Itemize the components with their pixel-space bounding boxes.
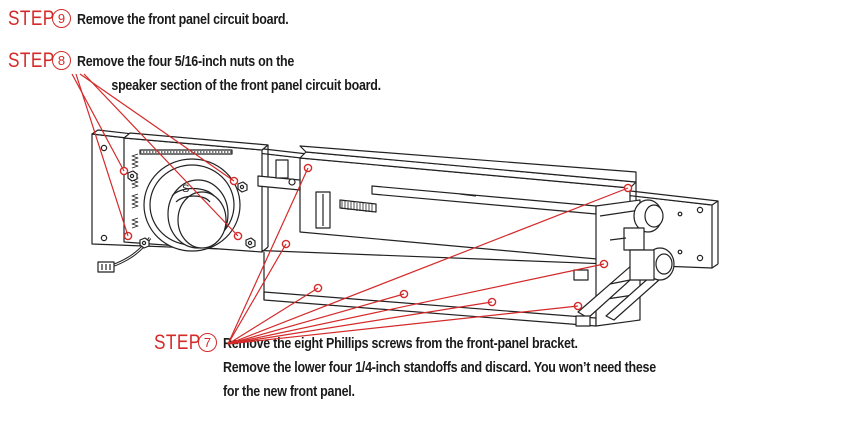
step-8-text: Remove the four 5/16-inch nuts on the sp… [77, 54, 381, 94]
step-8: STEP 8 Remove the four 5/16-inch nuts on… [8, 50, 430, 98]
speaker-nuts [127, 170, 256, 249]
step-9-text: Remove the front panel circuit board. [77, 12, 289, 28]
step-8-number: 8 [52, 51, 71, 70]
svg-text:S: S [182, 183, 189, 195]
step-8-leader-lines [71, 73, 239, 237]
step-7-label: STEP [154, 331, 201, 354]
step-9-label: STEP [8, 7, 55, 30]
step-7: STEP 7 Remove the eight Phillips screws … [154, 332, 726, 404]
step-8-label: STEP [8, 49, 55, 72]
step-9-number: 9 [52, 9, 71, 28]
step-7-number: 7 [198, 333, 217, 352]
step-7-text: Remove the eight Phillips screws from th… [223, 336, 656, 400]
step-9: STEP 9 Remove the front panel circuit bo… [8, 8, 323, 32]
speaker: S [143, 158, 241, 252]
step-7-leader-lines [227, 167, 629, 345]
